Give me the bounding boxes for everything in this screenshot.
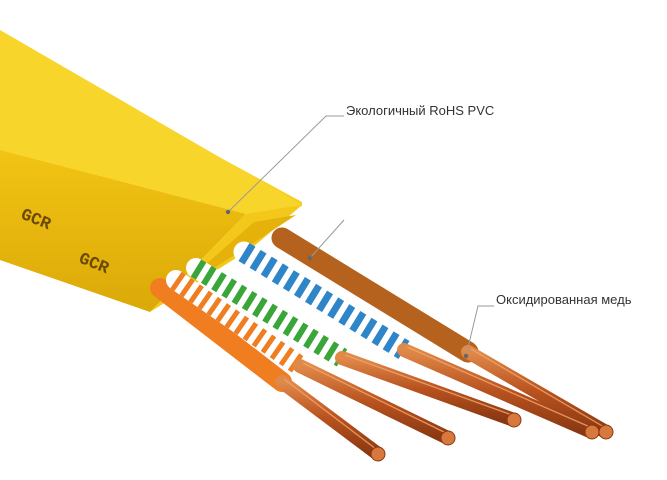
callout-line-brown [309,219,345,259]
conductor-end [506,412,522,428]
wires [150,227,479,392]
conductor-end [440,430,456,446]
wire-orange-solid [150,278,292,392]
wire-brown [271,227,479,363]
conductor-end [598,424,614,440]
copper-conductors [275,343,614,462]
callout-line-jacket [227,115,344,213]
callout-dot-jacket [225,209,231,215]
copper-bundle-4 [397,343,599,439]
callouts [225,115,494,359]
jacket-side-face [0,150,246,312]
jacket-top-face-main [0,30,302,214]
conductor-material-label: Оксидированная медь [496,292,632,307]
jacket-material-label: Экологичный RoHS PVC [346,103,495,118]
copper-bundle-1 [275,375,385,461]
conductor-end [584,424,600,440]
wire-green-white-stripe [190,259,348,367]
copper-bundle-3 [335,351,521,427]
callout-dot-copper [463,353,469,359]
callout-dot-brown [307,255,313,261]
wire-orange-white-stripe [170,271,306,375]
callout-line-copper [465,305,494,357]
copper-bundle-5 [461,345,613,439]
copper-bundle-2 [293,359,455,445]
conductor-end [370,446,386,462]
wire-blue-white-stripe [238,243,410,359]
